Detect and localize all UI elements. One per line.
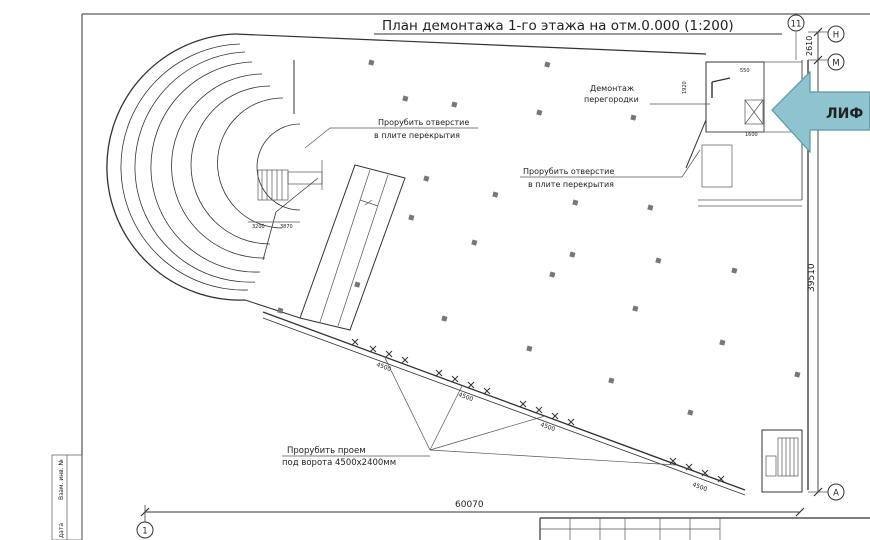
dim-elev-1: 1600 <box>745 132 758 138</box>
gate-opening-marks <box>351 338 725 483</box>
column <box>632 305 639 312</box>
slab-hole-2-label-1: Прорубить отверстие <box>523 167 614 176</box>
dim-stair-2: 3870 <box>280 224 293 230</box>
column <box>572 199 579 206</box>
axis-bubble-M <box>827 53 845 71</box>
elevator-arrow <box>771 70 870 154</box>
dim-elev-2: 550 <box>740 68 750 74</box>
dim-gate-4: 4500 <box>691 481 708 493</box>
column <box>608 377 615 384</box>
axis-label-11: 11 <box>791 20 802 30</box>
ramp-band <box>299 164 406 331</box>
column <box>492 191 499 198</box>
dim-stair-1: 3200 <box>252 224 265 230</box>
partition-demo-label-1: Демонтаж <box>590 84 634 93</box>
dim-height: 39510 <box>807 263 817 292</box>
column <box>368 59 375 66</box>
gate-leaders <box>282 357 677 466</box>
drawing-title: План демонтажа 1-го этажа на отм.0.000 (… <box>382 18 734 34</box>
lower-right-stair <box>761 429 803 493</box>
slab-hole-1-pointer <box>304 127 331 149</box>
elevator-zone <box>685 61 803 207</box>
axis-bubble-H <box>827 25 845 43</box>
slab-hole-2-pointer <box>681 149 701 178</box>
column <box>471 239 478 246</box>
dim-gate-2: 4500 <box>457 391 474 403</box>
column <box>441 315 448 322</box>
dim-width: 60070 <box>455 500 484 510</box>
axis-bubble-A <box>827 483 845 501</box>
columns <box>277 59 801 416</box>
column <box>794 371 801 378</box>
column <box>451 101 458 108</box>
column <box>423 175 430 182</box>
column <box>630 114 637 121</box>
slab-hole-1-label-1: Прорубить отверстие <box>378 118 469 127</box>
column <box>647 204 654 211</box>
dim-gate-3: 4500 <box>539 421 556 433</box>
gate-opening-label-1: Прорубить проем <box>287 446 366 456</box>
axis-label-1: 1 <box>142 527 147 537</box>
stamp-date-text: дата <box>58 523 65 538</box>
column <box>402 95 409 102</box>
column <box>549 271 556 278</box>
inner-stair <box>257 160 323 201</box>
axis-label-M: М <box>832 59 839 69</box>
axis-label-A: А <box>833 489 839 499</box>
slab-hole-1-label-2: в плите перекрытия <box>374 131 460 140</box>
building-outline <box>106 33 809 496</box>
column <box>544 61 551 68</box>
column <box>655 257 662 264</box>
gate-opening-label-2: под ворота 4500х2400мм <box>282 458 396 468</box>
partition-demo-label-2: перегородки <box>584 95 639 104</box>
axis-bubble-11 <box>787 14 805 32</box>
axis-label-H: Н <box>833 31 839 41</box>
stamp-text: Взам. инв. № <box>58 459 65 500</box>
column <box>526 345 533 352</box>
sheet-frame <box>51 13 870 540</box>
column <box>536 109 543 116</box>
column <box>731 267 738 274</box>
column <box>277 307 284 314</box>
slab-hole-2-label-2: в плите перекрытия <box>528 180 614 189</box>
dim-gate-1: 4500 <box>375 361 392 373</box>
column <box>569 251 576 258</box>
dim-top-right: 2610 <box>805 36 814 56</box>
dim-elev-3: 1920 <box>682 81 688 94</box>
axis-bubble-1 <box>136 521 154 539</box>
arrow-label: ЛИФ <box>826 106 863 122</box>
column <box>408 214 415 221</box>
column <box>719 339 726 346</box>
column <box>354 281 361 288</box>
column <box>687 409 694 416</box>
